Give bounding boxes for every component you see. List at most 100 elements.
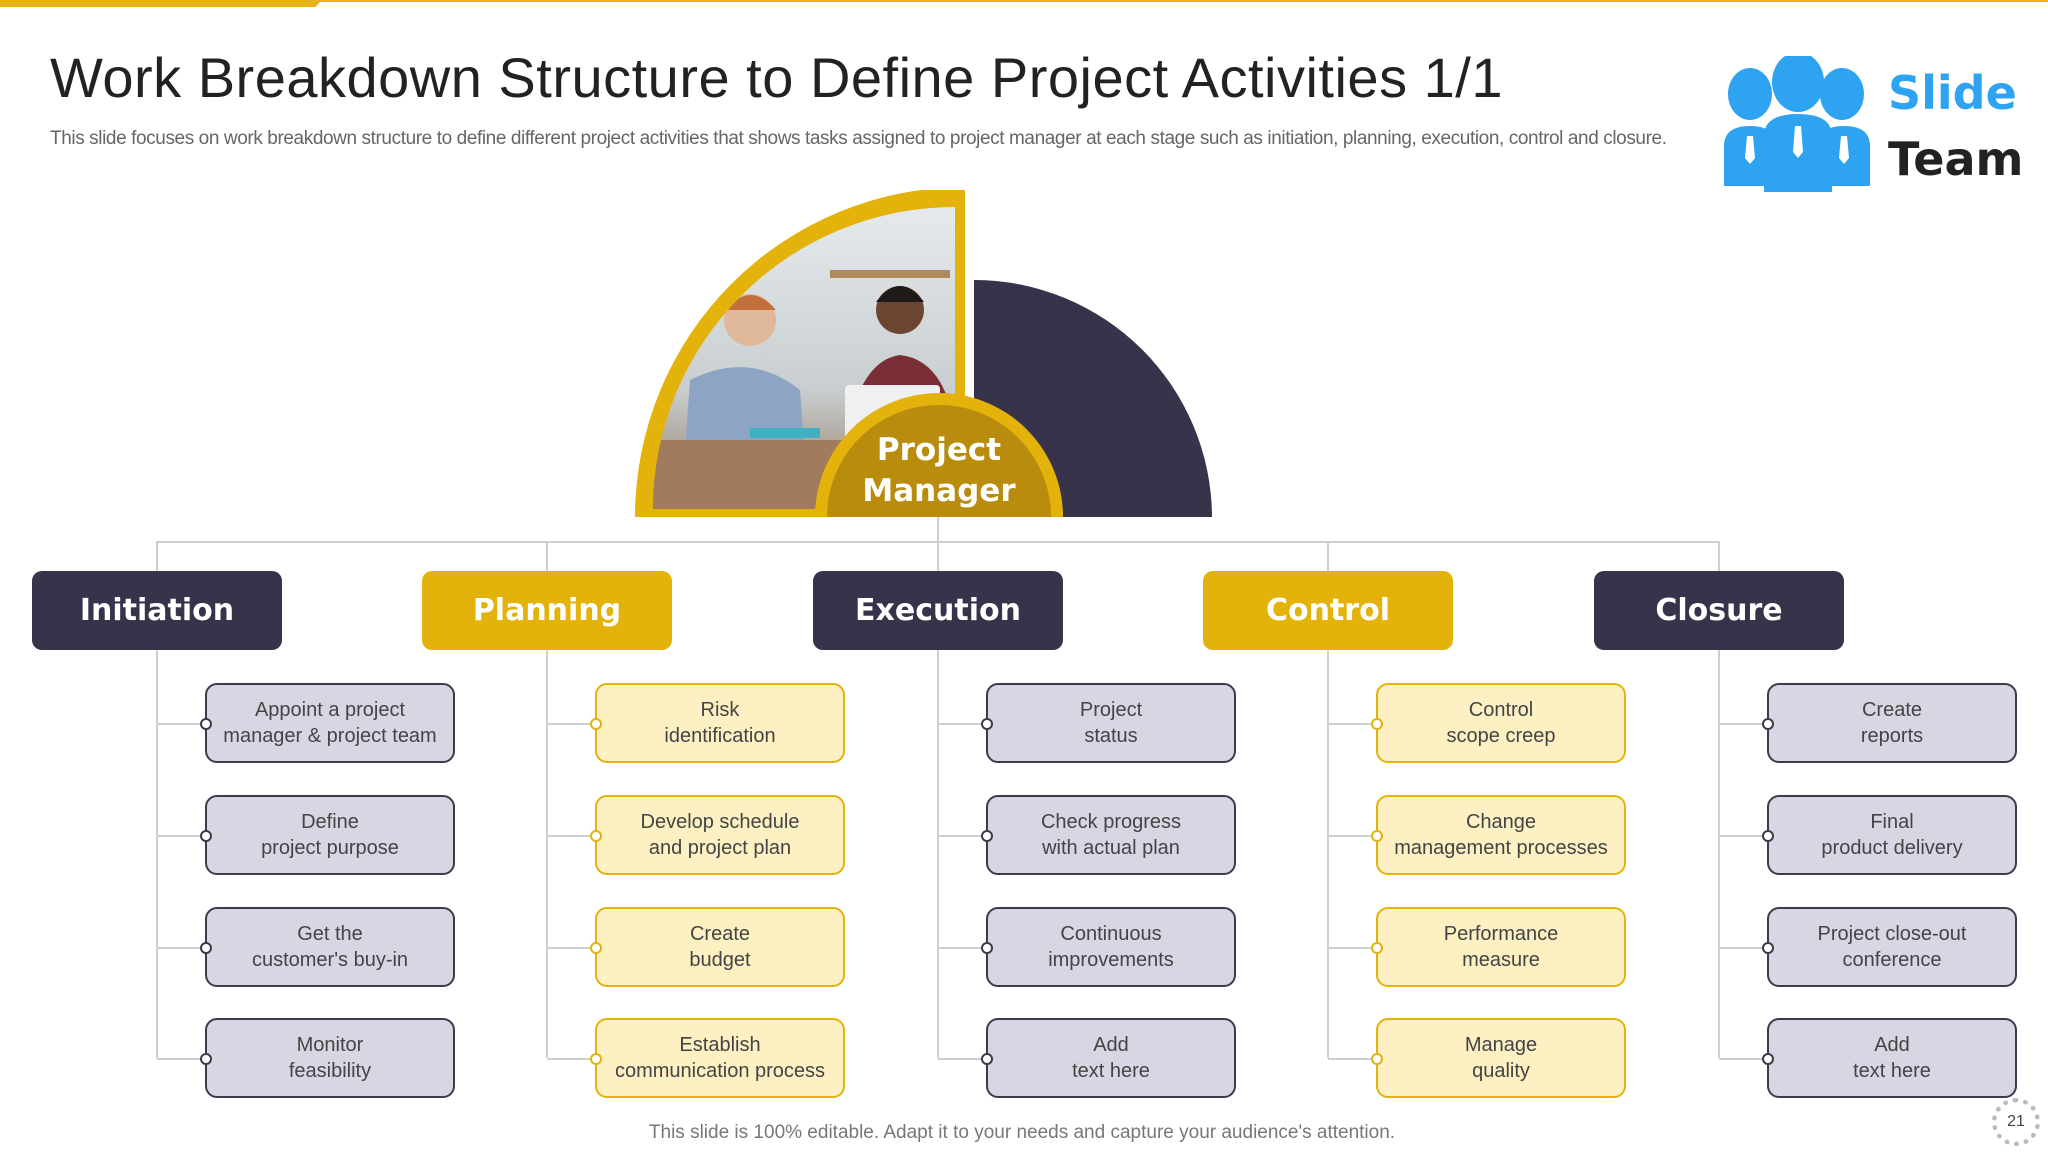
connector-task (1719, 723, 1767, 725)
footer-note: This slide is 100% editable. Adapt it to… (648, 1122, 1396, 1143)
connector-task (547, 723, 595, 725)
task-box[interactable]: Add text here (981, 1018, 1236, 1098)
connector-column (1327, 541, 1329, 1058)
task-label: Appoint a project manager & project team (223, 699, 437, 747)
slideteam-logo: Slide Team (1720, 52, 2040, 192)
column-header-closure[interactable]: Closure (1594, 571, 1844, 650)
task-label: Establish communication process (614, 1034, 826, 1082)
connector-task (547, 835, 595, 837)
connector-dot (590, 1053, 602, 1065)
task-label: Get the customer's buy-in (251, 923, 409, 971)
center-label-line2: Manager (862, 473, 1016, 509)
column-header-planning[interactable]: Planning (422, 571, 672, 650)
connector-dot (1371, 830, 1383, 842)
task-box[interactable]: Control scope creep (1371, 683, 1626, 763)
task-box[interactable]: Performance measure (1371, 907, 1626, 987)
connector-dot (1762, 942, 1774, 954)
top-accent-line (0, 0, 2048, 2)
task-box[interactable]: Manage quality (1371, 1018, 1626, 1098)
connector-dot (200, 830, 212, 842)
connector-task (157, 835, 205, 837)
task-label: Final product delivery (1821, 811, 1963, 859)
connector-dot (200, 718, 212, 730)
connector-task (157, 1058, 205, 1060)
connector-dot (1762, 830, 1774, 842)
connector-task (547, 947, 595, 949)
column-header-initiation[interactable]: Initiation (32, 571, 282, 650)
task-box[interactable]: Project status (981, 683, 1236, 763)
connector-dot (1762, 1053, 1774, 1065)
task-label: Manage quality (1464, 1034, 1538, 1082)
task-label: Project close-out conference (1817, 923, 1967, 971)
task-label: Monitor feasibility (288, 1034, 372, 1082)
connector-dot (590, 942, 602, 954)
connector-task (1328, 1058, 1376, 1060)
page-title: Work Breakdown Structure to Define Proje… (50, 46, 1503, 109)
task-box[interactable]: Appoint a project manager & project team (200, 683, 455, 763)
project-manager-graphic: Project Manager (635, 190, 1212, 517)
center-label-line1: Project (877, 432, 1001, 468)
people-icon (1724, 52, 1870, 192)
task-box[interactable]: Check progress with actual plan (981, 795, 1236, 875)
connector-task (938, 723, 986, 725)
column-header-execution[interactable]: Execution (813, 571, 1063, 650)
page-number-badge: 21 (1992, 1098, 2040, 1146)
task-box[interactable]: Get the customer's buy-in (200, 907, 455, 987)
task-label: Add text here (1072, 1034, 1150, 1082)
connector-dot (1762, 718, 1774, 730)
connector-task (1328, 947, 1376, 949)
task-box[interactable]: Change management processes (1371, 795, 1626, 875)
task-label: Create reports (1860, 699, 1924, 747)
connector-task (1328, 835, 1376, 837)
connector-dot (981, 718, 993, 730)
connector-column (1718, 541, 1720, 1058)
task-box[interactable]: Continuous improvements (981, 907, 1236, 987)
connector-column (156, 541, 158, 1058)
connector-task (157, 947, 205, 949)
task-label: Risk identification (664, 699, 776, 747)
connector-dot (981, 942, 993, 954)
connector-dot (1371, 1053, 1383, 1065)
task-box[interactable]: Establish communication process (590, 1018, 845, 1098)
top-accent-bar (0, 0, 322, 7)
task-box[interactable]: Develop schedule and project plan (590, 795, 845, 875)
task-label: Define project purpose (261, 811, 399, 859)
connector-dot (200, 1053, 212, 1065)
connector-dot (200, 942, 212, 954)
task-label: Continuous improvements (1048, 923, 1174, 971)
task-label: Check progress with actual plan (1040, 811, 1182, 859)
column-header-control[interactable]: Control (1203, 571, 1453, 650)
connector-task (938, 947, 986, 949)
task-box[interactable]: Create budget (590, 907, 845, 987)
connector-dot (981, 830, 993, 842)
task-label: Develop schedule and project plan (640, 811, 800, 859)
connector-dot (981, 1053, 993, 1065)
connector-task (1719, 835, 1767, 837)
connector-dot (1371, 942, 1383, 954)
connector-dot (1371, 718, 1383, 730)
connector-task (547, 1058, 595, 1060)
task-label: Create budget (689, 923, 751, 971)
task-box[interactable]: Define project purpose (200, 795, 455, 875)
connector-task (1328, 723, 1376, 725)
logo-text-slide: Slide (1888, 66, 2017, 120)
project-manager-badge (827, 405, 1051, 517)
connector-task (1719, 1058, 1767, 1060)
connector-task (938, 835, 986, 837)
page-subtitle: This slide focuses on work breakdown str… (50, 128, 1667, 149)
task-box[interactable]: Monitor feasibility (200, 1018, 455, 1098)
connector-column (546, 541, 548, 1058)
connector-task (938, 1058, 986, 1060)
connector-root (937, 517, 939, 542)
task-box[interactable]: Add text here (1762, 1018, 2017, 1098)
task-box[interactable]: Risk identification (590, 683, 845, 763)
task-label: Control scope creep (1446, 699, 1556, 747)
connector-task (1719, 947, 1767, 949)
logo-text-team: Team (1888, 132, 2024, 186)
task-label: Change management processes (1394, 811, 1608, 859)
task-box[interactable]: Project close-out conference (1762, 907, 2017, 987)
task-label: Project status (1079, 699, 1143, 747)
task-box[interactable]: Final product delivery (1762, 795, 2017, 875)
connector-dot (590, 718, 602, 730)
task-box[interactable]: Create reports (1762, 683, 2017, 763)
